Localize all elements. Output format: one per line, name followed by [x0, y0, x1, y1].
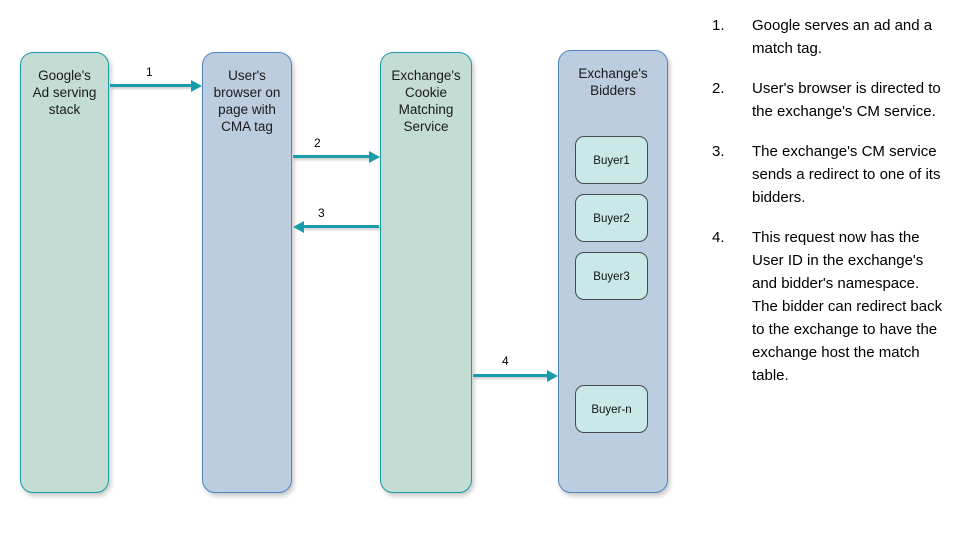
step-text: The exchange's CM service sends a redire…: [752, 143, 941, 206]
lane-user-browser[interactable]: User's browser on page with CMA tag: [202, 52, 292, 493]
step-text: User's browser is directed to the exchan…: [752, 80, 941, 120]
buyer-box[interactable]: Buyer2: [575, 194, 648, 242]
step-item: 4. This request now has the User ID in t…: [712, 226, 948, 387]
lane-exchange-cookie-matching-service[interactable]: Exchange's Cookie Matching Service: [380, 52, 472, 493]
flow-arrow-1-label: 1: [146, 65, 153, 79]
step-number: 2.: [712, 80, 725, 97]
buyer-box[interactable]: Buyer1: [575, 136, 648, 184]
step-item: 3. The exchange's CM service sends a red…: [712, 140, 948, 209]
flow-arrow-3-label: 3: [318, 206, 325, 220]
steps-list: 1. Google serves an ad and a match tag. …: [712, 14, 948, 404]
lane-browser-label: User's browser on page with CMA tag: [213, 68, 281, 134]
buyer-box[interactable]: Buyer3: [575, 252, 648, 300]
flow-arrow-4: [473, 369, 558, 382]
lane-bidders-label: Exchange's Bidders: [578, 66, 648, 98]
flow-arrow-1: [110, 79, 202, 92]
flow-arrow-3: [293, 220, 379, 233]
lane-google-label: Google's Ad serving stack: [32, 68, 97, 117]
step-item: 2. User's browser is directed to the exc…: [712, 77, 948, 123]
step-number: 4.: [712, 229, 725, 246]
step-number: 1.: [712, 17, 725, 34]
flow-arrow-4-label: 4: [502, 354, 509, 368]
buyer-box[interactable]: Buyer-n: [575, 385, 648, 433]
flow-arrow-2-label: 2: [314, 136, 321, 150]
step-text: Google serves an ad and a match tag.: [752, 17, 933, 57]
step-number: 3.: [712, 143, 725, 160]
step-item: 1. Google serves an ad and a match tag.: [712, 14, 948, 60]
lane-google-ad-serving-stack[interactable]: Google's Ad serving stack: [20, 52, 109, 493]
flow-arrow-2: [293, 150, 380, 163]
step-text: This request now has the User ID in the …: [752, 229, 943, 384]
lane-cms-label: Exchange's Cookie Matching Service: [391, 68, 461, 134]
